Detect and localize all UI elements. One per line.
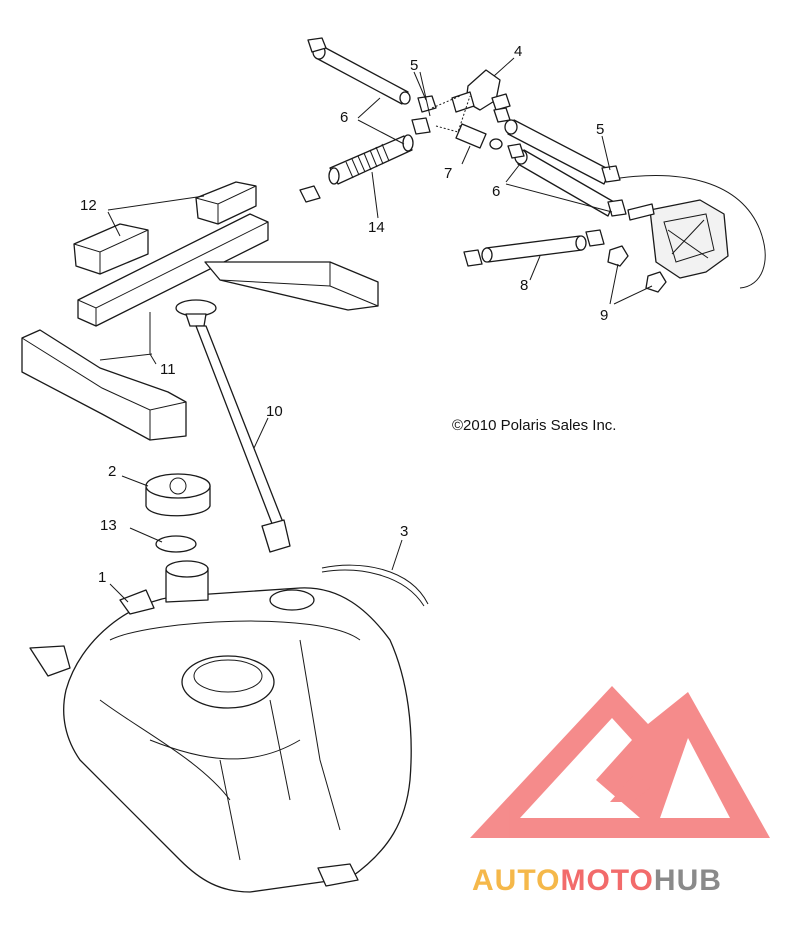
fuel-tank [29,560,412,893]
callout-3: 3 [400,523,408,540]
watermark-word-hub: HUB [654,864,722,897]
callout-13: 13 [100,517,117,534]
watermark-logo-icon [470,686,770,838]
watermark-word-auto: AUTO [472,864,560,897]
foam-pads [21,181,379,441]
callout-9: 9 [600,307,608,324]
fuel-sender [175,299,291,553]
callout-1: 1 [98,569,106,586]
callout-8: 8 [520,277,528,294]
callout-6-right: 6 [492,183,500,200]
callout-5-right: 5 [596,121,604,138]
fuel-cap [145,473,211,517]
callout-5-upper: 5 [410,57,418,74]
fuel-cap-seal [155,535,197,553]
callout-7: 7 [444,165,452,182]
copyright-notice: ©2010 Polaris Sales Inc. [452,417,616,434]
callout-6-left: 6 [340,109,348,126]
svg-text:AUTOMOTOHUB: AUTOMOTOHUB [472,864,722,897]
callout-10: 10 [266,403,283,420]
vent-line [321,564,429,605]
callout-11: 11 [160,361,176,378]
callout-labels: 1 2 3 4 5 5 6 6 7 8 9 10 11 12 13 14 [80,43,608,586]
fuel-lines [299,37,766,293]
callout-2: 2 [108,463,116,480]
callout-4: 4 [514,43,522,60]
watermark-wordmark: AUTOMOTOHUB [472,864,722,897]
watermark-word-moto: MOTO [560,864,653,897]
callout-14: 14 [368,219,385,236]
leader-lines [99,57,653,603]
callout-12: 12 [80,197,97,214]
